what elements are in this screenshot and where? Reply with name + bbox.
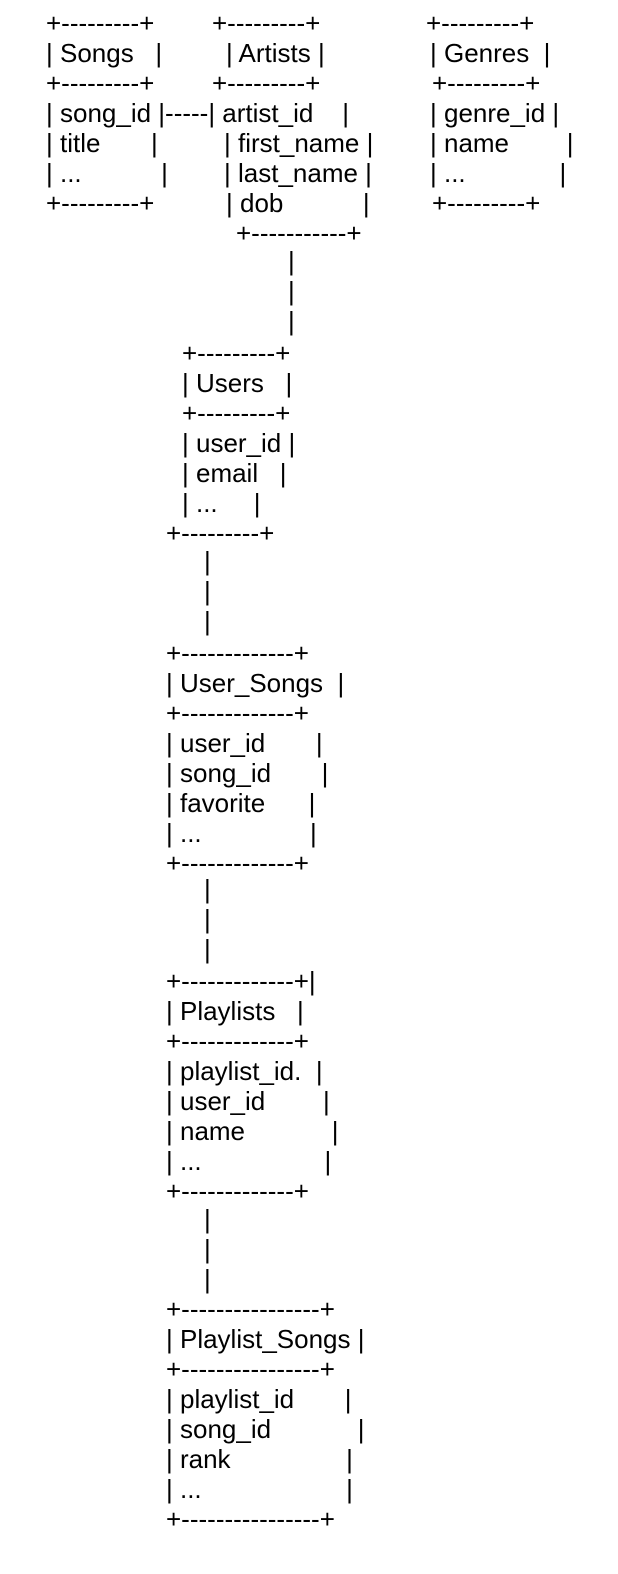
- artists-field-dob: | dob |: [226, 188, 370, 218]
- users-border-top: +---------+: [182, 338, 291, 368]
- connector-usersongs-playlists-2: |: [204, 904, 211, 934]
- artists-border-mid: +---------+: [212, 68, 321, 98]
- user-songs-field-favorite: | favorite |: [166, 788, 316, 818]
- genres-border-bottom: +---------+: [432, 188, 541, 218]
- playlists-field-user-id: | user_id |: [166, 1086, 330, 1116]
- connector-playlists-playlistsongs-1: |: [204, 1204, 211, 1234]
- connector-users-usersongs-2: |: [204, 576, 211, 606]
- users-border-bottom: +---------+: [166, 518, 275, 548]
- playlist-songs-field-more: | ... |: [166, 1474, 353, 1504]
- genres-field-name: | name |: [430, 128, 574, 158]
- users-field-more: | ... |: [182, 488, 261, 518]
- connector-playlists-playlistsongs-3: |: [204, 1264, 211, 1294]
- songs-title: | Songs |: [46, 38, 163, 68]
- user-songs-field-user-id: | user_id |: [166, 728, 323, 758]
- playlists-border-mid: +-------------+: [166, 1026, 309, 1056]
- artists-field-first-name: | first_name |: [224, 128, 374, 158]
- connector-usersongs-playlists-1: |: [204, 874, 211, 904]
- songs-field-more: | ... |: [46, 158, 168, 188]
- genres-title: | Genres |: [430, 38, 551, 68]
- playlist-songs-border-top: +----------------+: [166, 1294, 335, 1324]
- playlist-songs-border-bottom: +----------------+: [166, 1504, 335, 1534]
- artists-border-top: +---------+: [212, 8, 321, 38]
- artists-title: | Artists |: [226, 38, 325, 68]
- user-songs-title: | User_Songs |: [166, 668, 345, 698]
- connector-users-usersongs-1: |: [204, 546, 211, 576]
- connector-artists-users-2: |: [288, 276, 295, 306]
- songs-border-mid: +---------+: [46, 68, 155, 98]
- user-songs-border-top: +-------------+: [166, 638, 309, 668]
- songs-field-title: | title |: [46, 128, 158, 158]
- connector-artists-users-3: |: [288, 306, 295, 336]
- playlist-songs-border-mid: +----------------+: [166, 1354, 335, 1384]
- genres-border-mid: +---------+: [432, 68, 541, 98]
- user-songs-field-more: | ... |: [166, 818, 317, 848]
- songs-border-top: +---------+: [46, 8, 155, 38]
- connector-users-usersongs-3: |: [204, 606, 211, 636]
- artists-field-last-name: | last_name |: [224, 158, 372, 188]
- user-songs-field-song-id: | song_id |: [166, 758, 329, 788]
- connector-playlists-playlistsongs-2: |: [204, 1234, 211, 1264]
- users-title: | Users |: [182, 368, 293, 398]
- songs-border-bottom: +---------+: [46, 188, 155, 218]
- playlists-field-name: | name |: [166, 1116, 339, 1146]
- genres-border-top: +---------+: [426, 8, 535, 38]
- users-field-email: | email |: [182, 458, 287, 488]
- connector-artists-users-1: |: [288, 246, 295, 276]
- connector-usersongs-playlists-3: |: [204, 934, 211, 964]
- playlist-songs-title: | Playlist_Songs |: [166, 1324, 365, 1354]
- artists-border-bottom: +-----------+: [236, 218, 362, 248]
- users-border-mid: +---------+: [182, 398, 291, 428]
- user-songs-border-bottom: +-------------+: [166, 848, 309, 878]
- songs-song-id-artist-link: | song_id |-----| artist_id |: [46, 98, 349, 128]
- playlists-field-playlist-id: | playlist_id. |: [166, 1056, 323, 1086]
- genres-field-more: | ... |: [430, 158, 567, 188]
- playlists-title: | Playlists |: [166, 996, 304, 1026]
- playlist-songs-field-playlist-id: | playlist_id |: [166, 1384, 352, 1414]
- playlists-border-bottom: +-------------+: [166, 1176, 309, 1206]
- playlists-border-top: +-------------+|: [166, 966, 316, 996]
- user-songs-border-mid: +-------------+: [166, 698, 309, 728]
- users-field-user-id: | user_id |: [182, 428, 296, 458]
- genres-field-genre-id: | genre_id |: [430, 98, 560, 128]
- playlist-songs-field-rank: | rank |: [166, 1444, 353, 1474]
- playlists-field-more: | ... |: [166, 1146, 332, 1176]
- playlist-songs-field-song-id: | song_id |: [166, 1414, 365, 1444]
